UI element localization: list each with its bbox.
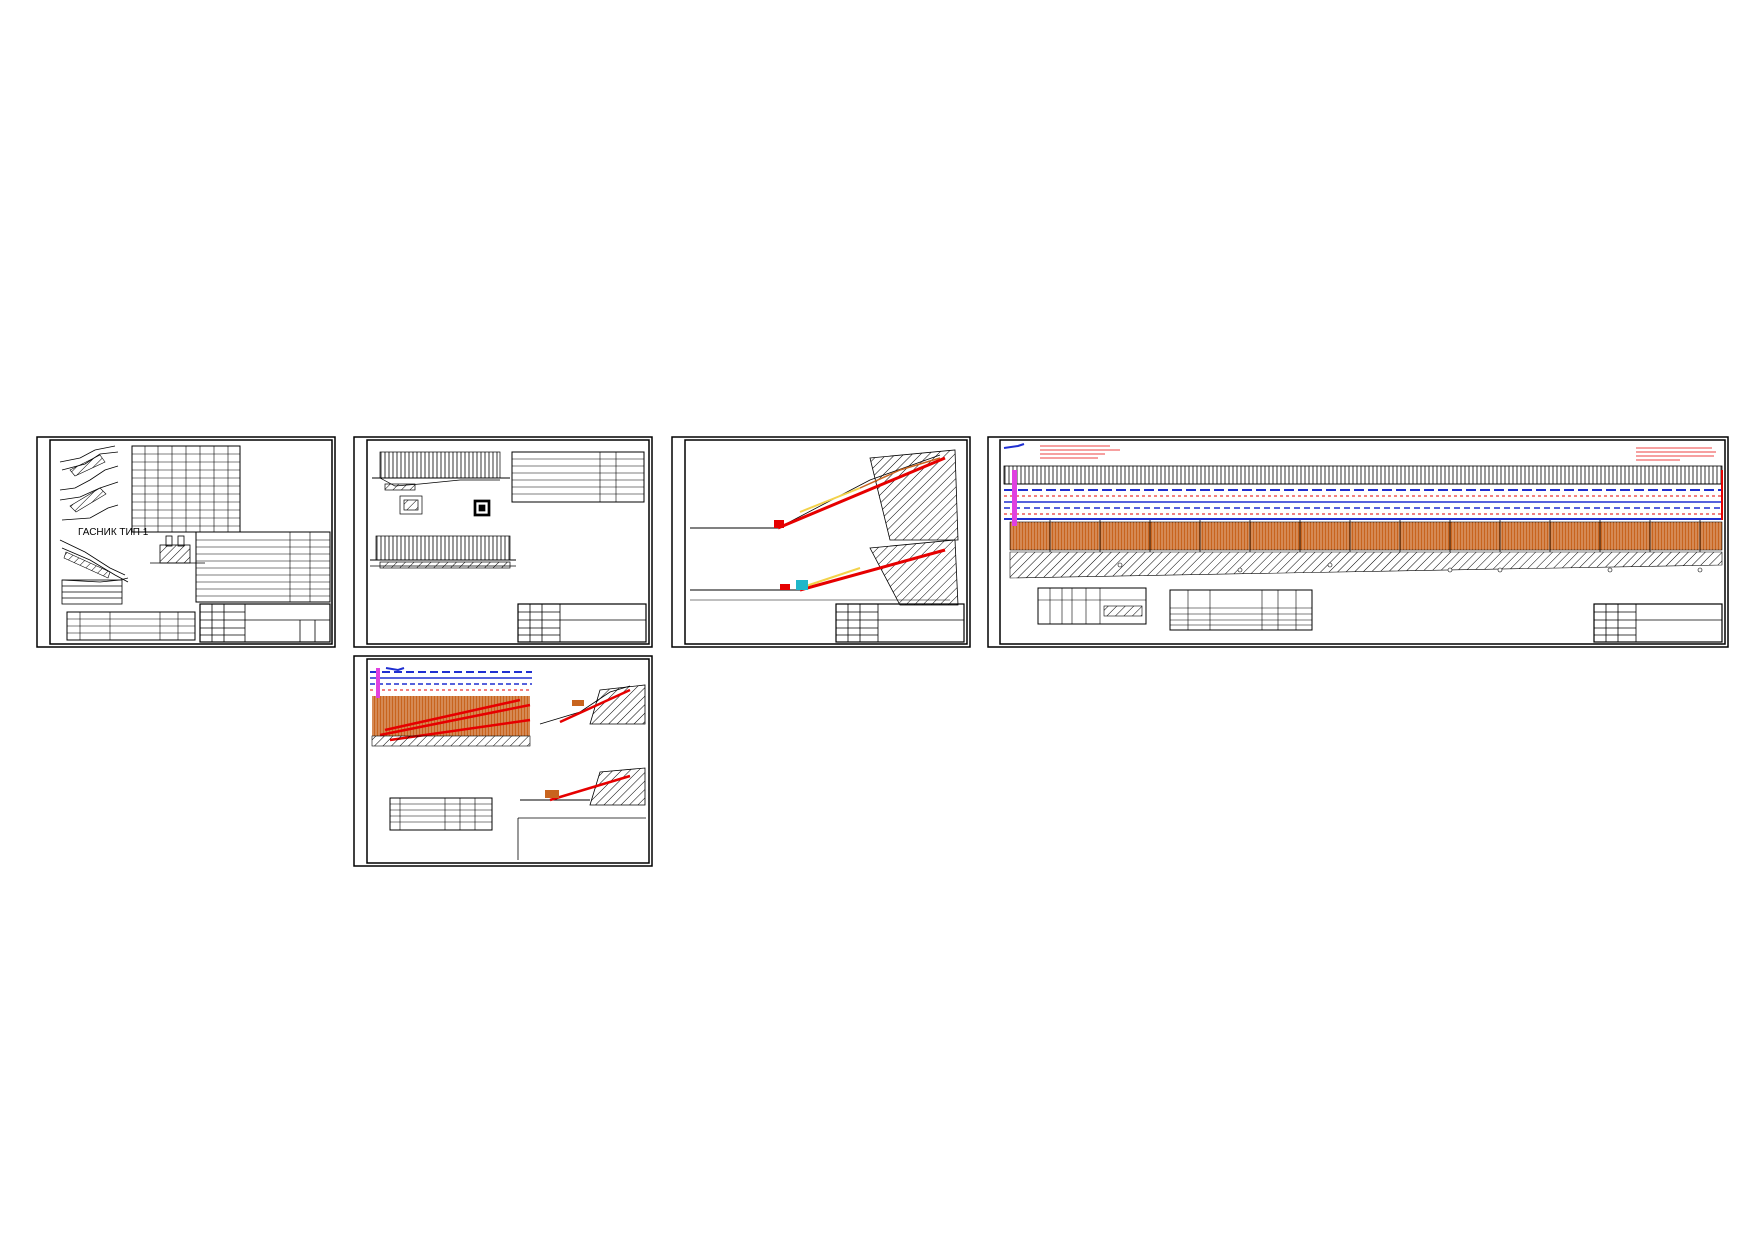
sheet-4-magenta-marker [1012,470,1017,526]
sheet-2-spec-table [511,451,645,503]
sheet-1-top-table [131,445,241,533]
sheet-2-inner-frame [366,439,650,645]
sheet-2-railing-bottom [370,535,516,569]
sheet-5-road-lines [370,671,532,691]
sheet-4-ground [1009,551,1723,579]
sheet-5-frame [353,655,653,867]
sheet-1-bottom-table [66,611,196,641]
sheet-3-frame [671,436,971,648]
sheet-3 [671,436,971,648]
sheet-1-title-block [199,603,331,643]
sheet-4 [987,436,1729,648]
sheet-3-inner-frame [684,439,968,645]
sheet-4-table-2 [1169,589,1313,631]
sheet-3-title-block [835,603,965,643]
sheet-2 [353,436,653,648]
sheet-1: ГАСНИК ТИП 1 [36,436,336,648]
sheet-5-slope-upper [539,684,646,725]
sheet-2-details [399,495,491,517]
sheet-4-callouts [1117,562,1703,573]
sheet-4-inner-frame [999,439,1726,645]
sheet-2-frame [353,436,653,648]
sheet-4-red-notes [1040,445,1716,461]
sheet-5-slope-lower [520,767,646,806]
sheet-4-road-lines [1004,489,1722,520]
sheet-4-table-1 [1037,587,1147,625]
sheet-4-railing [1003,465,1723,485]
sheet-2-railing-top [372,451,510,491]
sheet-3-section-upper [690,449,959,541]
sheet-1-profiles [59,445,129,605]
sheet-4-posts [1049,520,1701,552]
sheet-1-frame [36,436,336,648]
sheet-5-spec-table [389,797,493,831]
sheet-1-title: ГАСНИК ТИП 1 [78,527,149,538]
sheet-5-inner-frame [366,658,650,864]
sheet-3-section-lower [690,539,959,606]
sheet-2-title-block [517,603,647,643]
sheet-4-title-block [1593,603,1723,643]
sheet-1-inner-frame [49,439,333,645]
sheet-1-spec-table [195,531,331,603]
sheet-4-frame [987,436,1729,648]
sheet-5 [353,655,653,867]
